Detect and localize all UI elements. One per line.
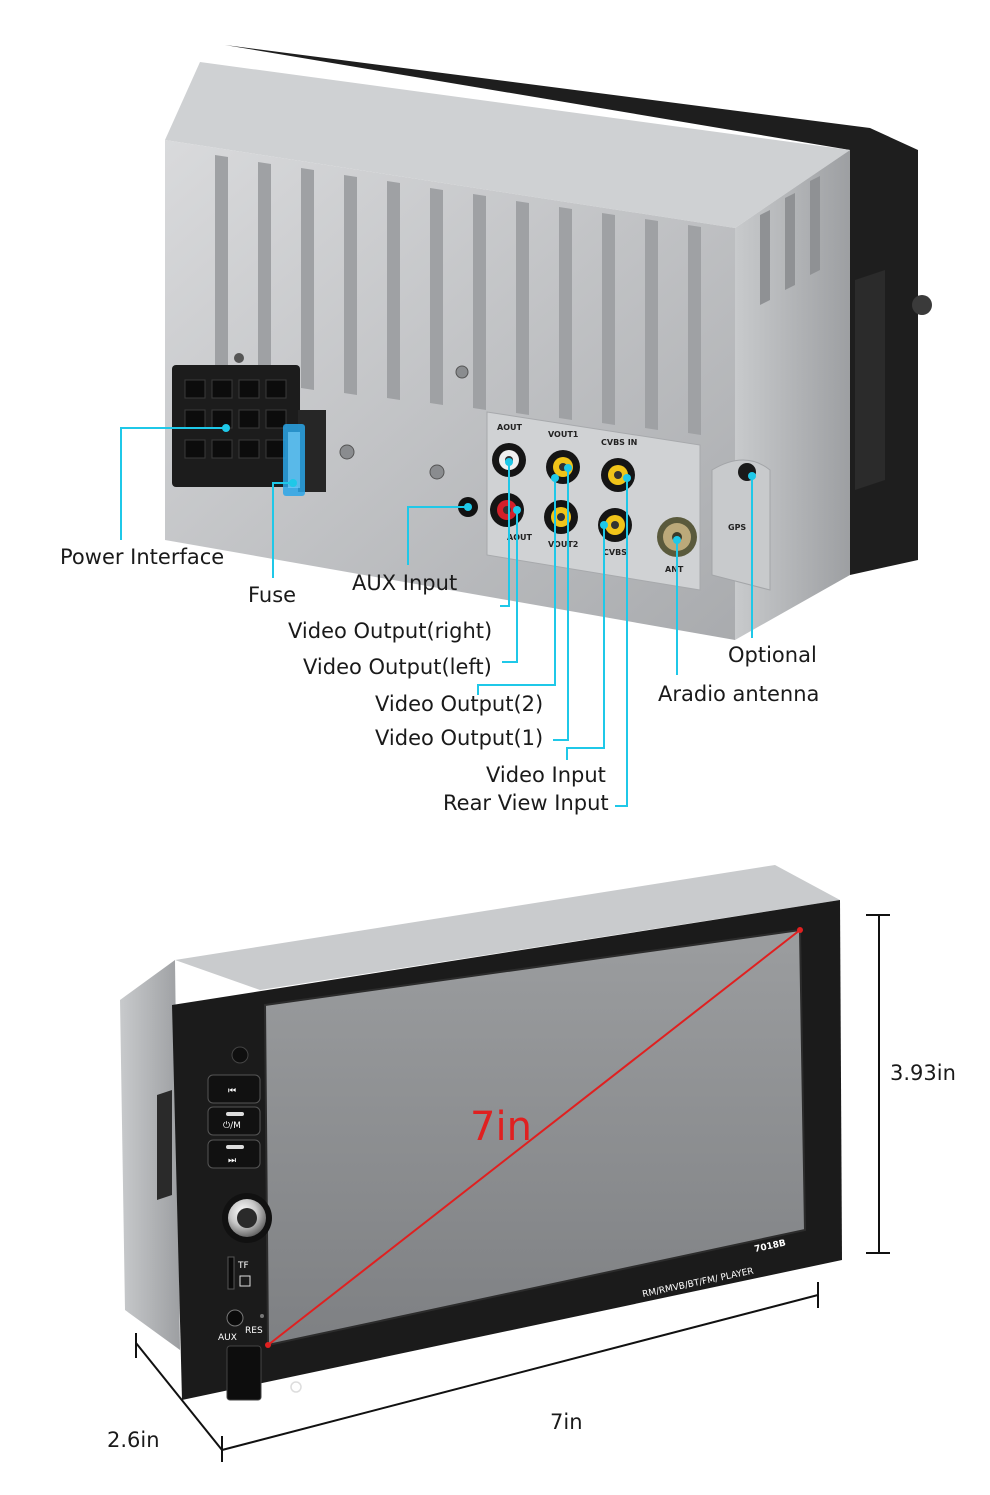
rca-jack-yellow-cvbs [598,508,632,542]
rear-view-icon [290,1381,302,1393]
aux-jack-front[interactable] [226,1309,244,1327]
fuse-component [283,424,305,496]
mark-cvbs: CVBS [603,548,627,557]
width-label: 7in [550,1410,583,1434]
diagonal-label: 7in [470,1104,532,1150]
power-connector [172,353,326,492]
label-video-output-right: Video Output(right) [288,619,492,643]
label-video-output-left: Video Output(left) [303,655,492,679]
mic-hole [231,1046,249,1064]
front-side-bracket [157,1090,172,1200]
callout-labels: Power Interface Fuse AUX Input Video Out… [60,545,819,815]
rca-jack-red [490,493,524,527]
front-side-face [120,960,180,1350]
menu-button[interactable] [207,1106,261,1136]
mark-vout2: VOUT2 [548,540,578,549]
mark-aout-bottom: AOUT [507,533,532,542]
rca-jack-yellow-cvbs-in [601,458,635,492]
leader-power [120,427,226,540]
leader-lines [120,427,753,807]
label-video-output-2: Video Output(2) [375,692,543,716]
leader-video-right [500,462,510,607]
diagonal-line [267,929,801,1346]
leader-dots [222,424,756,544]
side-knob [912,295,932,315]
mark-cvbs-in: CVBS IN [601,438,637,447]
tf-card-icon [239,1275,251,1287]
depth-label: 2.6in [107,1428,160,1452]
res-label: RES [245,1326,263,1336]
gps-port: GPS [711,459,771,591]
mode-button-label: ⏻/M [223,1120,241,1131]
prev-icon: ⏮ [228,1086,236,1096]
side-bracket [855,270,885,490]
label-optional: Optional [728,643,817,667]
label-aux-input: AUX Input [352,571,457,595]
control-panel: ⏮ ⏻/M ⏭ TF AUX RES [207,1046,272,1401]
label-power-interface: Power Interface [60,545,224,569]
diagonal-end [797,927,803,933]
diagonal-start [265,1342,271,1348]
volume-knob-center [237,1208,257,1228]
menu-indicator [226,1112,244,1116]
height-label: 3.93in [890,1061,956,1085]
leader-video-2 [477,478,556,695]
label-rear-view-input: Rear View Input [443,791,609,815]
tf-card-slot[interactable] [227,1256,235,1290]
rca-jack-yellow-vout1 [546,450,580,484]
next-indicator [226,1145,244,1149]
vent-slots [215,155,701,435]
leader-aux [407,506,468,565]
mark-aout-top: AOUT [497,423,522,432]
label-fuse: Fuse [248,583,296,607]
next-button[interactable] [207,1139,261,1169]
dimension-lines [135,914,890,1462]
leader-fuse [272,482,293,578]
mark-gps: GPS [728,523,746,532]
mark-vout1: VOUT1 [548,430,579,439]
aux-label: AUX [218,1333,237,1343]
leader-video-1 [553,468,569,741]
usb-cover[interactable] [226,1345,262,1401]
prev-button[interactable] [207,1074,261,1104]
reset-hole[interactable] [260,1314,264,1318]
label-video-output-1: Video Output(1) [375,726,543,750]
width-dim [221,1294,819,1451]
side-vent-slots [760,176,820,305]
next-icon: ⏭ [228,1156,236,1166]
rca-jack-yellow-vout2 [544,500,578,534]
tf-label: TF [237,1261,249,1271]
leader-video-input [566,525,605,760]
back-view-unit: AOUT VOUT1 CVBS IN AOUT VOUT2 CVBS ANT G… [165,45,932,640]
mark-ant: ANT [665,565,684,574]
front-top-face [175,865,840,990]
label-video-input: Video Input [486,763,606,787]
leader-video-left [502,510,518,663]
leader-rear-view [615,478,628,807]
back-top-face [165,62,850,228]
depth-dim [135,1342,223,1451]
label-aradio-antenna: Aradio antenna [658,682,819,706]
